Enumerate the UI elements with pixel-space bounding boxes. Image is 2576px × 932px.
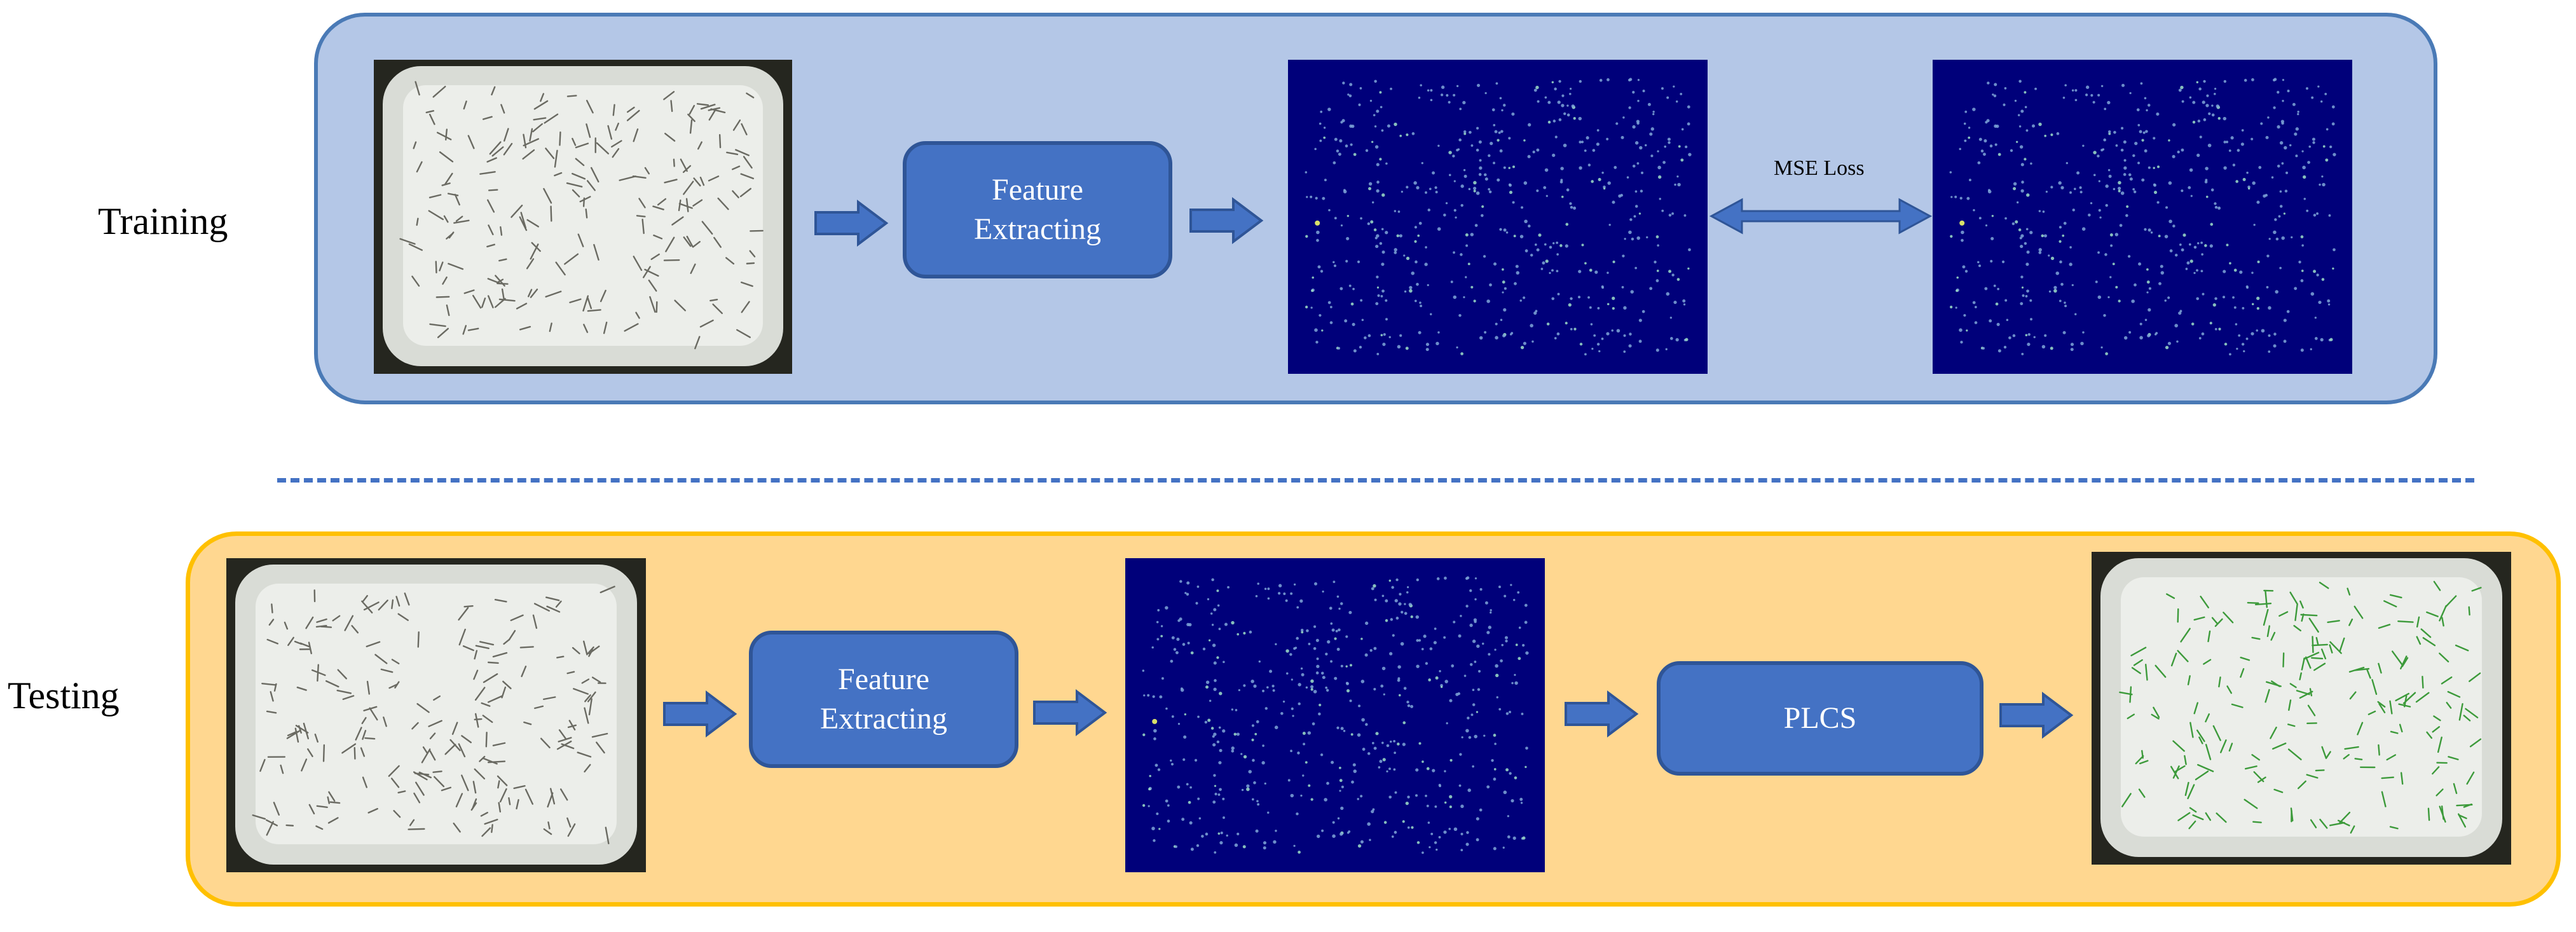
testing-arrow-4 [1999,692,2074,739]
plcs-label: PLCS [1783,701,1857,735]
testing-output-image-localized [2092,552,2511,865]
training-arrow-2 [1189,197,1264,244]
training-ground-truth-density-map [1933,60,2352,374]
training-predicted-density-map [1288,60,1708,374]
stage-separator-dashed-line [277,478,2474,483]
training-feature-line2: Extracting [974,212,1101,246]
training-feature-line1: Feature [992,173,1083,207]
testing-label: Testing [8,675,120,716]
testing-arrow-2 [1032,689,1107,736]
mse-loss-double-arrow [1709,197,1933,235]
testing-arrow-1 [662,690,737,737]
testing-input-image [226,558,646,872]
mse-loss-label: MSE Loss [1774,156,1865,180]
testing-feature-line2: Extracting [820,702,947,736]
testing-predicted-density-map [1125,558,1545,872]
training-feature-extracting-box: Feature Extracting [903,141,1172,278]
testing-feature-line1: Feature [838,662,929,696]
training-input-image [374,60,792,374]
plcs-box: PLCS [1657,661,1983,776]
training-label: Training [98,200,228,242]
testing-feature-extracting-box: Feature Extracting [749,631,1018,768]
testing-arrow-3 [1564,690,1639,737]
training-arrow-1 [814,200,889,247]
